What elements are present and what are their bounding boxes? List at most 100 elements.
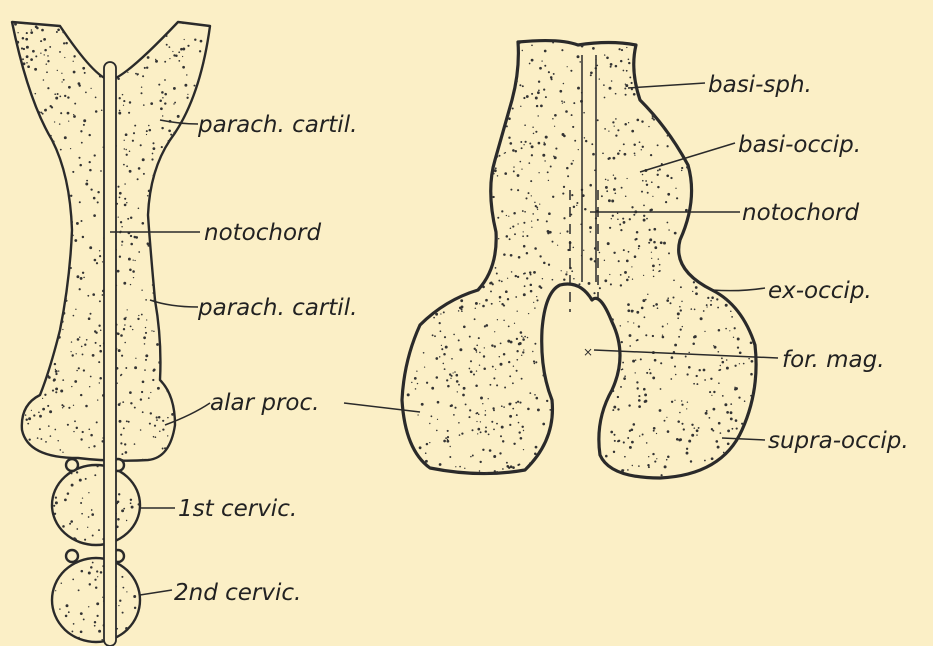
stipple-dot [464,116,466,118]
stipple-dot [170,235,173,238]
stipple-dot [80,502,82,504]
stipple-dot [718,200,720,202]
stipple-dot [436,222,438,224]
stipple-dot [33,297,36,300]
stipple-dot [181,407,182,408]
stipple-dot [475,170,477,172]
stipple-dot [693,336,696,339]
stipple-dot [721,463,723,465]
stipple-dot [97,576,98,577]
stipple-dot [53,256,55,258]
stipple-dot [17,139,20,142]
stipple-dot [60,214,63,217]
stipple-dot [467,187,469,189]
stipple-dot [213,249,216,252]
stipple-dot [82,67,85,70]
stipple-dot [458,310,460,312]
stipple-dot [744,180,746,182]
stipple-dot [404,168,406,170]
stipple-dot [635,372,636,373]
stipple-dot [562,193,564,195]
stipple-dot [652,376,655,379]
stipple-dot [10,335,12,337]
stipple-dot [719,174,722,177]
stipple-dot [496,273,498,275]
stipple-dot [673,62,675,64]
stipple-dot [92,562,94,564]
stipple-dot [593,309,596,312]
stipple-dot [21,333,22,334]
stipple-dot [64,57,65,58]
stipple-dot [30,479,31,480]
stipple-dot [736,472,738,474]
stipple-dot [657,74,659,76]
stipple-dot [641,307,644,310]
stipple-dot [213,350,215,352]
stipple-dot [28,344,30,346]
stipple-dot [12,502,14,504]
stipple-dot [98,325,100,327]
stipple-dot [64,95,66,97]
stipple-dot [32,225,33,226]
stipple-dot [498,280,500,282]
stipple-dot [53,378,56,381]
stipple-dot [506,42,509,45]
stipple-dot [153,499,154,500]
stipple-dot [643,205,645,207]
stipple-dot [161,186,162,187]
stipple-dot [528,162,530,164]
stipple-dot [754,475,756,477]
stipple-dot [204,412,207,415]
stipple-dot [613,451,615,453]
stipple-dot [421,126,423,128]
stipple-dot [418,197,421,200]
stipple-dot [573,102,575,104]
stipple-dot [174,102,176,104]
stipple-dot [121,576,123,578]
stipple-dot [74,103,76,105]
stipple-dot [400,168,401,169]
stipple-dot [600,341,603,344]
stipple-dot [418,184,421,187]
stipple-dot [173,360,176,363]
stipple-dot [626,47,627,48]
stipple-dot [453,226,455,228]
stipple-dot [696,434,697,435]
stipple-dot [586,437,589,440]
stipple-dot [739,351,742,354]
stipple-dot [134,643,136,645]
stipple-dot [644,393,647,396]
stipple-dot [130,284,131,285]
stipple-dot [68,407,70,409]
stipple-dot [31,546,33,548]
stipple-dot [508,325,510,327]
stipple-dot [633,423,636,426]
stipple-dot [475,180,477,182]
stipple-dot [27,124,29,126]
stipple-dot [523,144,524,145]
stipple-dot [33,296,34,297]
stipple-dot [693,198,696,201]
stipple-dot [73,623,75,625]
leader-ex-occip [712,288,765,291]
stipple-dot [542,423,545,426]
stipple-dot [476,412,478,414]
stipple-dot [211,185,212,186]
stipple-dot [451,249,453,251]
stipple-dot [700,271,702,273]
stipple-dot [681,423,683,425]
stipple-dot [148,471,151,474]
stipple-dot [566,353,569,356]
stipple-dot [196,352,198,354]
stipple-dot [575,361,578,364]
stipple-dot [62,535,64,537]
stipple-dot [29,489,32,492]
stipple-dot [507,278,508,279]
stipple-dot [67,96,69,98]
stipple-dot [518,463,520,465]
stipple-dot [12,181,15,184]
stipple-dot [526,252,528,254]
stipple-dot [17,470,19,472]
stipple-dot [40,561,42,563]
stipple-dot [618,260,620,262]
